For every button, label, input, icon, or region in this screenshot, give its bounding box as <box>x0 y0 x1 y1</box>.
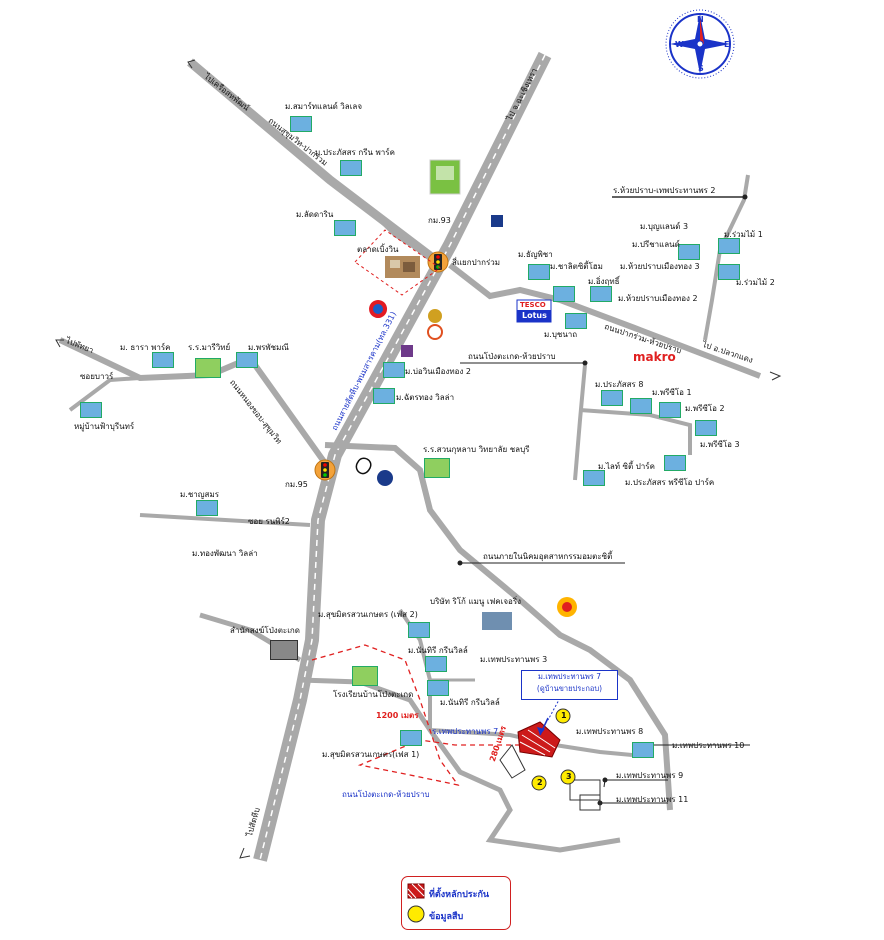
map-legend: ที่ตั้งหลักประกัน ข้อมูลสืบ <box>401 876 511 930</box>
label-km93: กม.93 <box>428 216 451 225</box>
road-pricha <box>573 364 587 481</box>
road-label-huai-prap-thep: ร.ห้วยปราบ-เทพประทานพร 2 <box>613 186 716 195</box>
road-label-pong-huaiprap-bottom: ถนนโป่งตะเกด-ห้วยปราบ <box>342 790 430 799</box>
label-pricha-1: ม.พรีซีโอ 1 <box>652 388 692 397</box>
marker-2-number: 2 <box>537 778 543 787</box>
label-tara-park: ม. ธารา พาร์ค <box>120 343 171 352</box>
road-label-pong-huaiprap: ถนนโป่งตะเกด-ห้วยปราบ <box>468 352 556 361</box>
label-prasapsat-park: ม.ประภัสสร พรีซีโอ ปาร์ค <box>625 478 715 487</box>
label-thep-9: ม.เทพประทานพร 9 <box>616 771 684 780</box>
label-thep-8: ม.เทพประทานพร 8 <box>576 727 644 736</box>
label-sukhamit-2: ม.สุขมิตรสวนเกษตร (เฟส 2) <box>318 610 418 619</box>
label-chai-siri: ม.ชาลิตซิตี้โฮม <box>550 262 603 271</box>
label-bowin-2: ม.บ่อวินเมืองทอง 2 <box>405 367 471 376</box>
label-chattong: ม.ฉัตรทอง วิลล่า <box>396 393 455 402</box>
marker-3-number: 3 <box>566 772 572 781</box>
road-to-khuang <box>187 58 441 266</box>
label-prasat-8: ม.ประภัสสร 8 <box>595 380 644 389</box>
label-market: ตลาดเบิ้งวิน <box>357 245 399 254</box>
road-soi-ranong <box>139 513 311 527</box>
marker-3 <box>560 769 576 785</box>
compass-rose <box>665 9 735 79</box>
label-smart-land: ม.สมาร์ทแลนด์ วิลเลจ <box>285 102 363 111</box>
compass-e-label: E <box>724 40 730 49</box>
road-pong-huaiprap <box>299 677 621 853</box>
label-pong-office: สำนักสงฆ์โป่งตะเกด <box>230 626 300 635</box>
compass-w-label: W <box>675 40 684 49</box>
marker-1 <box>555 708 571 724</box>
label-marijit: ร.ร.มารีวิทย์ <box>188 343 231 352</box>
road-pakruam-huaiprap <box>448 262 762 379</box>
label-lat-darin: ม.ลัดดาริน <box>296 210 334 219</box>
label-thanyapicha: ม.ธัญพิชา <box>518 250 553 259</box>
label-km95: กม.95 <box>285 480 308 489</box>
label-huaiprap-2: ม.ห้วยปราบเมืองทอง 2 <box>618 294 698 303</box>
label-thep-7-road: ร.เทพประทานพร 7 <box>432 727 499 736</box>
label-tesco: TESCO <box>520 301 546 309</box>
bank-icon <box>427 324 443 340</box>
label-pricha-3: ม.พรีซีโอ 3 <box>700 440 740 449</box>
legend-collateral-label: ที่ตั้งหลักประกัน <box>429 890 490 900</box>
road-ruammai <box>703 174 750 341</box>
arrow-left-west <box>55 339 64 348</box>
market-dashed-outline <box>354 229 441 296</box>
arrow-south <box>239 847 251 859</box>
arrow-left-top <box>187 59 196 69</box>
label-boonyasand: ม.บุญแลนด์ 3 <box>640 222 689 231</box>
label-makro: makro <box>633 350 676 364</box>
collateral-callout: ม.เทพประทานพร 7 (ดูบ้านขายประกอบ) <box>521 670 618 700</box>
marker-1-number: 1 <box>561 711 567 720</box>
road-label-soi-ranong: ซอย รนพิร์2 <box>248 517 290 526</box>
label-bunchana: ม.บุชนาถ <box>544 330 578 339</box>
label-lotus: Lotus <box>522 311 547 320</box>
label-thep-3: ม.เทพประทานพร 3 <box>480 655 548 664</box>
label-pricha-2: ม.พรีซีโอ 2 <box>685 404 725 413</box>
label-ma-pat: ม.พรพัชมณี <box>248 343 289 352</box>
legend-info-label: ข้อมูลสืบ <box>429 912 464 922</box>
label-ang-rit: ม.อิ่งฤทธิ์ <box>588 277 620 286</box>
label-ricoh: บริษัท ริโก้ แมนู เฟคเจอริ่ง <box>430 597 522 606</box>
label-prasapsat-green: ม.ประภัสสร กรีน พาร์ค <box>315 148 395 157</box>
label-pakruam-junction: สี่แยกปากร่วม <box>452 258 501 267</box>
callout-line1: ม.เทพประทานพร 7 <box>537 672 601 681</box>
label-chai-somphon: ม.ชาญสมร <box>180 490 220 499</box>
label-dist-1200: 1200 เมตร <box>376 711 419 720</box>
label-ruammai-2: ม.ร่วมไม้ 2 <box>736 278 775 287</box>
label-suanlap-school: ร.ร.สวนกุหลาบ วิทยาลัย ชลบุรี <box>423 445 530 454</box>
label-fai-buri: หมู่บ้านฟ้าบุรีนทร์ <box>74 422 135 431</box>
marker-2 <box>531 775 547 791</box>
road-label-industrial: ถนนภายในนิคมอุตสาหกรรมอมตะซิตี้ <box>483 552 613 561</box>
label-prisand: ม.ปรีชาแลนด์ <box>632 240 680 249</box>
arrow-right-east <box>769 371 782 381</box>
label-nanthiri: ม.นันทิรี กรีนวิลล์ <box>408 646 468 655</box>
label-thep-10: ม.เทพประทานพร 10 <box>672 741 745 750</box>
compass-n-label: N <box>697 15 704 24</box>
label-ruammai-1: ม.ร่วมไม้ 1 <box>724 230 763 239</box>
label-light-city: ม.ไลท์ ซิตี้ ปาร์ค <box>598 462 655 471</box>
road-label-soi-rat: ซอยบาวร์ <box>80 372 114 381</box>
label-thong-village: ม.ทองพัฒนา วิลล่า <box>192 549 258 558</box>
callout-line2: (ดูบ้านขายประกอบ) <box>536 684 603 693</box>
label-sukhamit-1: ม.สุขมิตรสวนเกษตร(เฟส 1) <box>322 750 420 759</box>
label-thep-11: ม.เทพประทานพร 11 <box>616 795 689 804</box>
label-nanthiri-2: ม.นันทิรี กรีนวิลล์ <box>440 698 500 707</box>
label-pong-school: โรงเรียนบ้านโป่งตะเกด <box>333 690 414 699</box>
compass-s-label: S <box>698 64 704 73</box>
road-industrial <box>324 442 673 811</box>
route-line <box>311 644 520 786</box>
label-huaiprap-3: ม.ห้วยปราบเมืองทอง 3 <box>620 262 700 271</box>
